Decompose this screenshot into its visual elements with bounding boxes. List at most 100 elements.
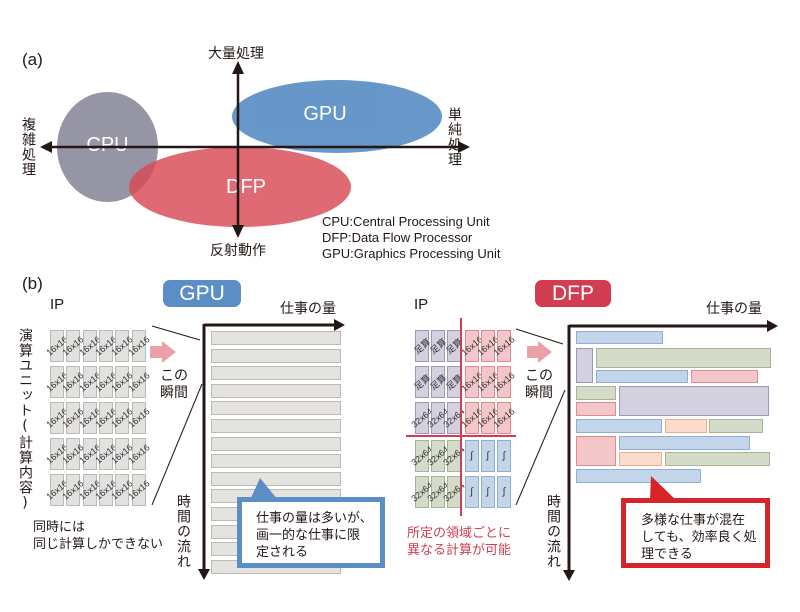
dfp-ip-cell: 足算 bbox=[428, 366, 449, 398]
dfp-ip-cell: 16x16 bbox=[459, 330, 484, 362]
dfp-ip-cell-label: ∫ bbox=[502, 486, 506, 498]
gpu-ip-cell: 16x16 bbox=[110, 438, 135, 470]
dfp-y-axis-label: 時間の流れ bbox=[545, 494, 561, 569]
gpu-ip-cell: 16x16 bbox=[93, 474, 119, 506]
dfp-work-block bbox=[665, 452, 770, 466]
gpu-work-bar bbox=[211, 436, 341, 451]
dfp-work-block bbox=[596, 370, 688, 383]
gpu-work-bar bbox=[211, 401, 341, 416]
dfp-work-block bbox=[576, 402, 616, 416]
legend-gpu: GPU:Graphics Processing Unit bbox=[322, 246, 501, 261]
dfp-x-axis-label: 仕事の量 bbox=[706, 301, 762, 317]
gpu-moment-arrow-icon bbox=[162, 341, 176, 363]
dfp-work-block bbox=[576, 419, 662, 433]
dfp-y-arrow-icon bbox=[563, 570, 575, 581]
dfp-ip-cell: 16x16 bbox=[491, 402, 517, 434]
gpu-ip-cell: 16x16 bbox=[110, 366, 135, 398]
gpu-zoom-line-bottom bbox=[151, 383, 203, 506]
gpu-work-bar bbox=[211, 419, 341, 433]
gpu-ip-cell: 16x16 bbox=[44, 366, 70, 398]
axis-right-label: 単純処理 bbox=[446, 107, 462, 167]
dfp-ip-cell: ∫ bbox=[464, 476, 479, 508]
gpu-ip-cell: 16x16 bbox=[110, 330, 135, 362]
gpu-ip-cell: 16x16 bbox=[93, 366, 119, 398]
dfp-ip-cell: ∫ bbox=[497, 440, 511, 472]
dfp-work-block bbox=[709, 419, 763, 433]
gpu-zoom-line-top bbox=[151, 325, 201, 341]
axis-bottom-label: 反射動作 bbox=[210, 243, 266, 259]
dfp-ip-cell-label: ∫ bbox=[502, 450, 506, 462]
gpu-ip-cell: 16x16 bbox=[77, 438, 102, 470]
dfp-ip-cell: 16x16 bbox=[459, 366, 484, 398]
horizontal-axis bbox=[40, 141, 470, 153]
gpu-badge: GPU bbox=[163, 280, 241, 307]
dfp-work-block bbox=[576, 386, 616, 400]
panel-b-label: (b) bbox=[22, 274, 43, 293]
gpu-ip-cell: 16x16 bbox=[77, 330, 102, 362]
dfp-ip-cell: 32x64 bbox=[426, 476, 451, 508]
gpu-work-bar bbox=[211, 471, 341, 486]
axis-top-label: 大量処理 bbox=[208, 46, 264, 62]
gpu-note: 同時には 同じ計算しかできない bbox=[33, 520, 164, 552]
gpu-ip-cell: 16x16 bbox=[110, 402, 135, 434]
dfp-work-block bbox=[619, 436, 750, 450]
dfp-work-block bbox=[596, 348, 771, 368]
dfp-ip-cell-label: ∫ bbox=[486, 486, 490, 498]
dfp-callout: 多様な仕事が混在 しても、効率良く処 理できる bbox=[621, 498, 770, 568]
gpu-ip-cell: 16x16 bbox=[126, 474, 151, 506]
vertical-axis bbox=[232, 61, 244, 238]
dfp-ip-cell: 16x16 bbox=[475, 366, 500, 398]
gpu-ip-cell: 16x16 bbox=[126, 402, 151, 434]
gpu-ip-label: IP bbox=[50, 296, 65, 313]
gpu-ip-cell: 16x16 bbox=[77, 474, 102, 506]
dfp-zoom-line-top bbox=[515, 328, 564, 345]
dfp-moment-arrow-stem bbox=[527, 346, 539, 358]
dfp-ip-cell: ∫ bbox=[480, 440, 495, 472]
abbreviation-legend: CPU:Central Processing Unit DFP:Data Flo… bbox=[322, 214, 500, 262]
dfp-ip-cell: 16x16 bbox=[475, 402, 500, 434]
legend-cpu: CPU:Central Processing Unit bbox=[322, 214, 490, 229]
gpu-ip-cell: 16x16 bbox=[77, 366, 102, 398]
gpu-work-bar bbox=[211, 366, 341, 381]
gpu-ip-cell: 16x16 bbox=[93, 402, 119, 434]
dfp-ip-cell: 16x16 bbox=[475, 330, 500, 362]
gpu-unit-label: 演算ユニット(計算内容) bbox=[17, 328, 33, 512]
gpu-ip-cell: 16x16 bbox=[61, 402, 86, 434]
legend-dfp: DFP:Data Flow Processor bbox=[322, 230, 473, 245]
panel-a-label: (a) bbox=[22, 50, 43, 69]
gpu-work-bar bbox=[211, 454, 341, 469]
gpu-y-arrow-icon bbox=[198, 569, 210, 580]
dfp-callout-pointer bbox=[650, 476, 676, 500]
gpu-moment-arrow-stem bbox=[150, 346, 162, 358]
dfp-work-block bbox=[691, 370, 758, 383]
gpu-ip-cell: 16x16 bbox=[126, 438, 151, 470]
gpu-ip-cell: 16x16 bbox=[44, 402, 70, 434]
gpu-ellipse-label: GPU bbox=[303, 103, 347, 125]
gpu-ip-cell: 16x16 bbox=[61, 474, 86, 506]
gpu-x-axis-label: 仕事の量 bbox=[280, 301, 336, 317]
gpu-ip-cell: 16x16 bbox=[126, 366, 151, 398]
dfp-ip-cell: ∫ bbox=[464, 440, 479, 472]
dfp-ip-cell: 足算 bbox=[428, 330, 449, 362]
dfp-ip-label: IP bbox=[414, 296, 429, 313]
gpu-ip-cell: 16x16 bbox=[110, 474, 135, 506]
dfp-ip-cell-label: ∫ bbox=[470, 450, 473, 462]
right-arrow-icon bbox=[458, 141, 470, 153]
gpu-ip-cell: 16x16 bbox=[44, 438, 70, 470]
dfp-ip-cell: 32x64 bbox=[409, 476, 435, 508]
dfp-work-block bbox=[576, 436, 616, 466]
dfp-x-arrow-icon bbox=[767, 320, 778, 332]
dfp-ip-cell: 16x16 bbox=[459, 402, 484, 434]
dfp-work-block bbox=[576, 331, 663, 344]
dfp-ip-cell: 32x64 bbox=[426, 440, 451, 472]
gpu-work-bar bbox=[211, 331, 341, 345]
dfp-work-block bbox=[576, 348, 593, 383]
axis-left-label: 複雑処理 bbox=[20, 117, 36, 177]
dfp-work-block bbox=[619, 386, 769, 416]
gpu-ip-cell: 16x16 bbox=[44, 330, 70, 362]
dfp-ip-cell: 32x64 bbox=[409, 440, 435, 472]
gpu-ip-cell: 16x16 bbox=[61, 330, 86, 362]
gpu-ip-cell: 16x16 bbox=[93, 330, 119, 362]
